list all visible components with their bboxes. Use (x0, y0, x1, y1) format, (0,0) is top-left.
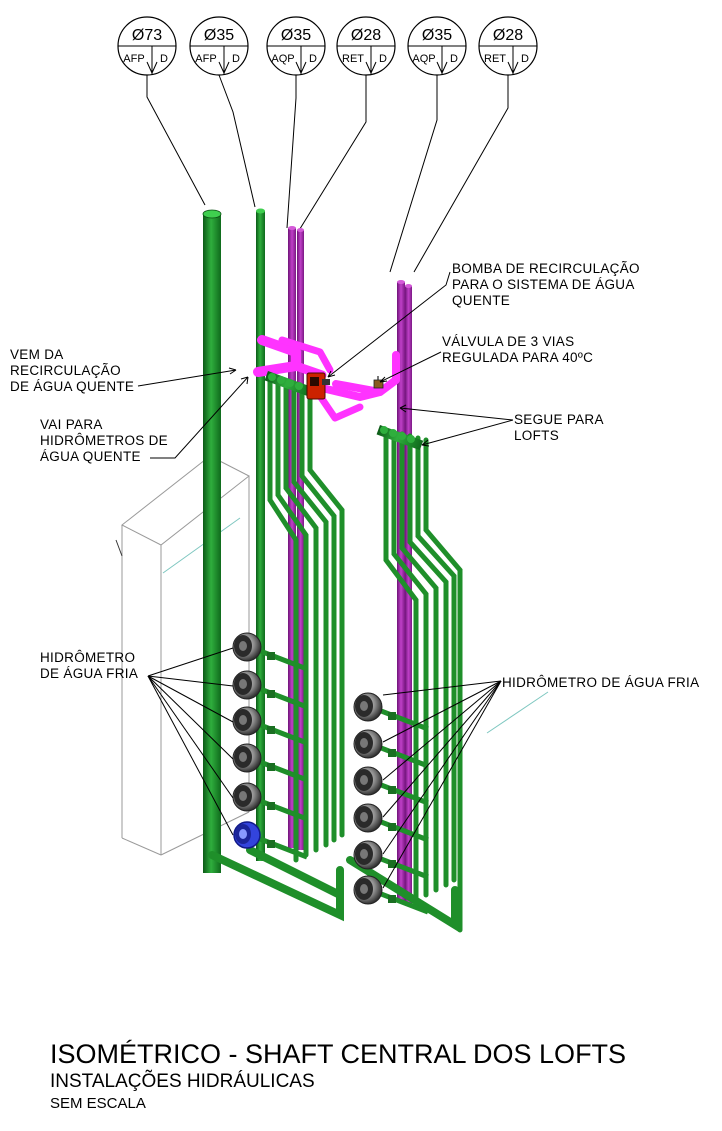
annotation-hidrometro-agua-fria-left: HIDRÔMETRO DE ÁGUA FRIA (40, 650, 138, 681)
tag-system: AFP (195, 53, 216, 65)
note-line: VEM DA (10, 347, 64, 362)
annotation-hidrometro-agua-fria-right: HIDRÔMETRO DE ÁGUA FRIA (502, 675, 699, 690)
tag-diameter: Ø73 (132, 27, 162, 44)
water-meter (353, 766, 429, 806)
pipe-tag: Ø35 AQP D (266, 16, 326, 76)
water-meter (232, 743, 308, 783)
tag-leaders (146, 74, 509, 273)
tag-diameter: Ø28 (351, 27, 381, 44)
title-block: ISOMÉTRICO - SHAFT CENTRAL DOS LOFTS INS… (50, 1039, 626, 1112)
annotation-bomba-recirculacao: BOMBA DE RECIRCULAÇÃO PARA O SISTEMA DE … (452, 261, 640, 308)
left-manifold-header (264, 371, 314, 397)
annotation-leaders (137, 271, 514, 889)
hot-water-meter (233, 821, 308, 860)
pipe-tag: Ø35 AFP D (189, 16, 249, 76)
note-line: HIDRÔMETRO DE ÁGUA FRIA (502, 675, 699, 690)
right-manifold-header (376, 425, 424, 451)
note-line: SEGUE PARA (514, 412, 604, 427)
tag-diameter: Ø28 (493, 27, 523, 44)
water-meter (232, 782, 308, 822)
pipe-tag: Ø35 AQP D (407, 16, 467, 76)
annotation-vai-para-hidrometros: VAI PARA HIDRÔMETROS DE ÁGUA QUENTE (40, 417, 168, 464)
tag-diameter: Ø35 (204, 27, 234, 44)
note-line: LOFTS (514, 428, 559, 443)
note-line: REGULADA PARA 40ºC (442, 350, 593, 365)
note-line: ÁGUA QUENTE (40, 449, 141, 464)
pipe-tags: Ø73 AFP D Ø35 AFP D Ø35 AQP D Ø2 (117, 16, 538, 76)
tag-diameter: Ø35 (422, 27, 452, 44)
water-meters-right (353, 692, 429, 915)
water-meter (353, 729, 429, 769)
water-meter (353, 692, 429, 732)
tag-direction: D (232, 53, 240, 65)
note-line: PARA O SISTEMA DE ÁGUA (452, 277, 635, 292)
tag-system: AFP (123, 53, 144, 65)
note-line: HIDRÔMETRO (40, 650, 135, 665)
pipe-tag: Ø28 RET D (336, 16, 396, 76)
annotation-segue-para-lofts: SEGUE PARA LOFTS (514, 412, 604, 443)
tag-system: AQP (412, 53, 435, 65)
water-meter (232, 670, 308, 710)
note-line: VAI PARA (40, 417, 103, 432)
tag-system: AQP (271, 53, 294, 65)
note-line: BOMBA DE RECIRCULAÇÃO (452, 261, 640, 276)
three-way-valve (373, 376, 384, 389)
bottom-collectors (208, 846, 459, 933)
water-meter (353, 803, 429, 843)
pipe-tag: Ø73 AFP D (117, 16, 177, 76)
note-line: VÁLVULA DE 3 VIAS (442, 334, 574, 349)
water-meter (232, 706, 308, 746)
recirculation-pump (306, 372, 330, 400)
drawing-title: ISOMÉTRICO - SHAFT CENTRAL DOS LOFTS (50, 1039, 626, 1069)
note-line: RECIRCULAÇÃO (10, 363, 121, 378)
drawing-scale: SEM ESCALA (50, 1095, 146, 1112)
water-meter (353, 840, 429, 880)
tag-direction: D (450, 53, 458, 65)
tag-diameter: Ø35 (281, 27, 311, 44)
note-line: QUENTE (452, 293, 510, 308)
pipe-tag: Ø28 RET D (478, 16, 538, 76)
tag-direction: D (160, 53, 168, 65)
left-branch-bundle (267, 375, 345, 863)
drawing-subtitle: INSTALAÇÕES HIDRÁULICAS (50, 1070, 315, 1092)
tag-direction: D (379, 53, 387, 65)
water-meters-left (232, 632, 308, 860)
water-meter (232, 632, 308, 672)
tag-direction: D (309, 53, 317, 65)
water-meter (353, 875, 429, 915)
tag-system: RET (484, 53, 506, 65)
tag-direction: D (521, 53, 529, 65)
annotation-valvula-3-vias: VÁLVULA DE 3 VIAS REGULADA PARA 40ºC (442, 334, 593, 365)
annotation-vem-da-recirculacao: VEM DA RECIRCULAÇÃO DE ÁGUA QUENTE (10, 347, 134, 394)
note-line: DE ÁGUA QUENTE (10, 379, 134, 394)
note-line: HIDRÔMETROS DE (40, 433, 168, 448)
tag-system: RET (342, 53, 364, 65)
note-line: DE ÁGUA FRIA (40, 666, 138, 681)
